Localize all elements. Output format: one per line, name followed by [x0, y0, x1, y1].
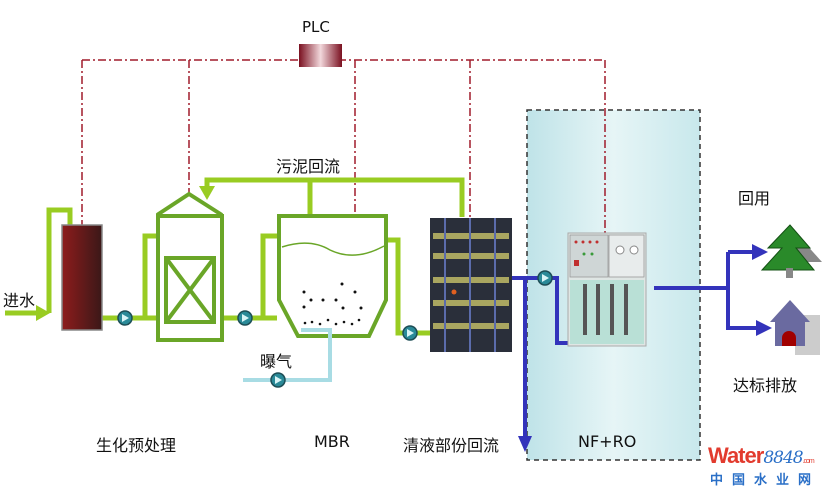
mbr-tank: [277, 214, 388, 338]
discharge-label: 达标排放: [733, 376, 798, 395]
sludge-return-arrow: [199, 186, 215, 200]
pump-icon: [237, 310, 253, 326]
sludge-return-label: 污泥回流: [276, 157, 341, 176]
permeate-return-label: 清液部份回流: [403, 436, 500, 455]
reuse-arrow: [752, 244, 768, 260]
plc-control-lines: [81, 59, 606, 235]
bio-tower: [155, 191, 224, 342]
aeration-pump-icon: [270, 372, 286, 388]
permeate-return-arrow: [518, 436, 532, 452]
inlet-arrow: [36, 305, 50, 321]
watermark-logo: Water8848.com 中国水业网: [708, 443, 821, 488]
inlet-label: 进水: [3, 291, 36, 310]
tree-icon: [760, 224, 822, 278]
pump-icon: [402, 325, 418, 341]
aeration-pipe: [243, 328, 332, 382]
nf-ro-unit: [567, 232, 647, 347]
aeration-label: 曝气: [260, 352, 293, 371]
nf-ro-label: NF+RO: [578, 432, 637, 451]
pretreatment-label: 生化预处理: [96, 436, 177, 455]
reuse-label: 回用: [738, 189, 771, 208]
discharge-arrow: [756, 320, 772, 336]
plc-box: [299, 44, 342, 67]
pump-icon: [117, 310, 133, 326]
blue-pipes: [512, 250, 760, 440]
pretreatment-column: [61, 224, 103, 331]
pump-icon: [537, 270, 553, 286]
plc-label: PLC: [302, 18, 330, 36]
membrane-module-photo: [430, 218, 512, 352]
house-icon: [770, 300, 820, 355]
mbr-label: MBR: [314, 432, 350, 451]
